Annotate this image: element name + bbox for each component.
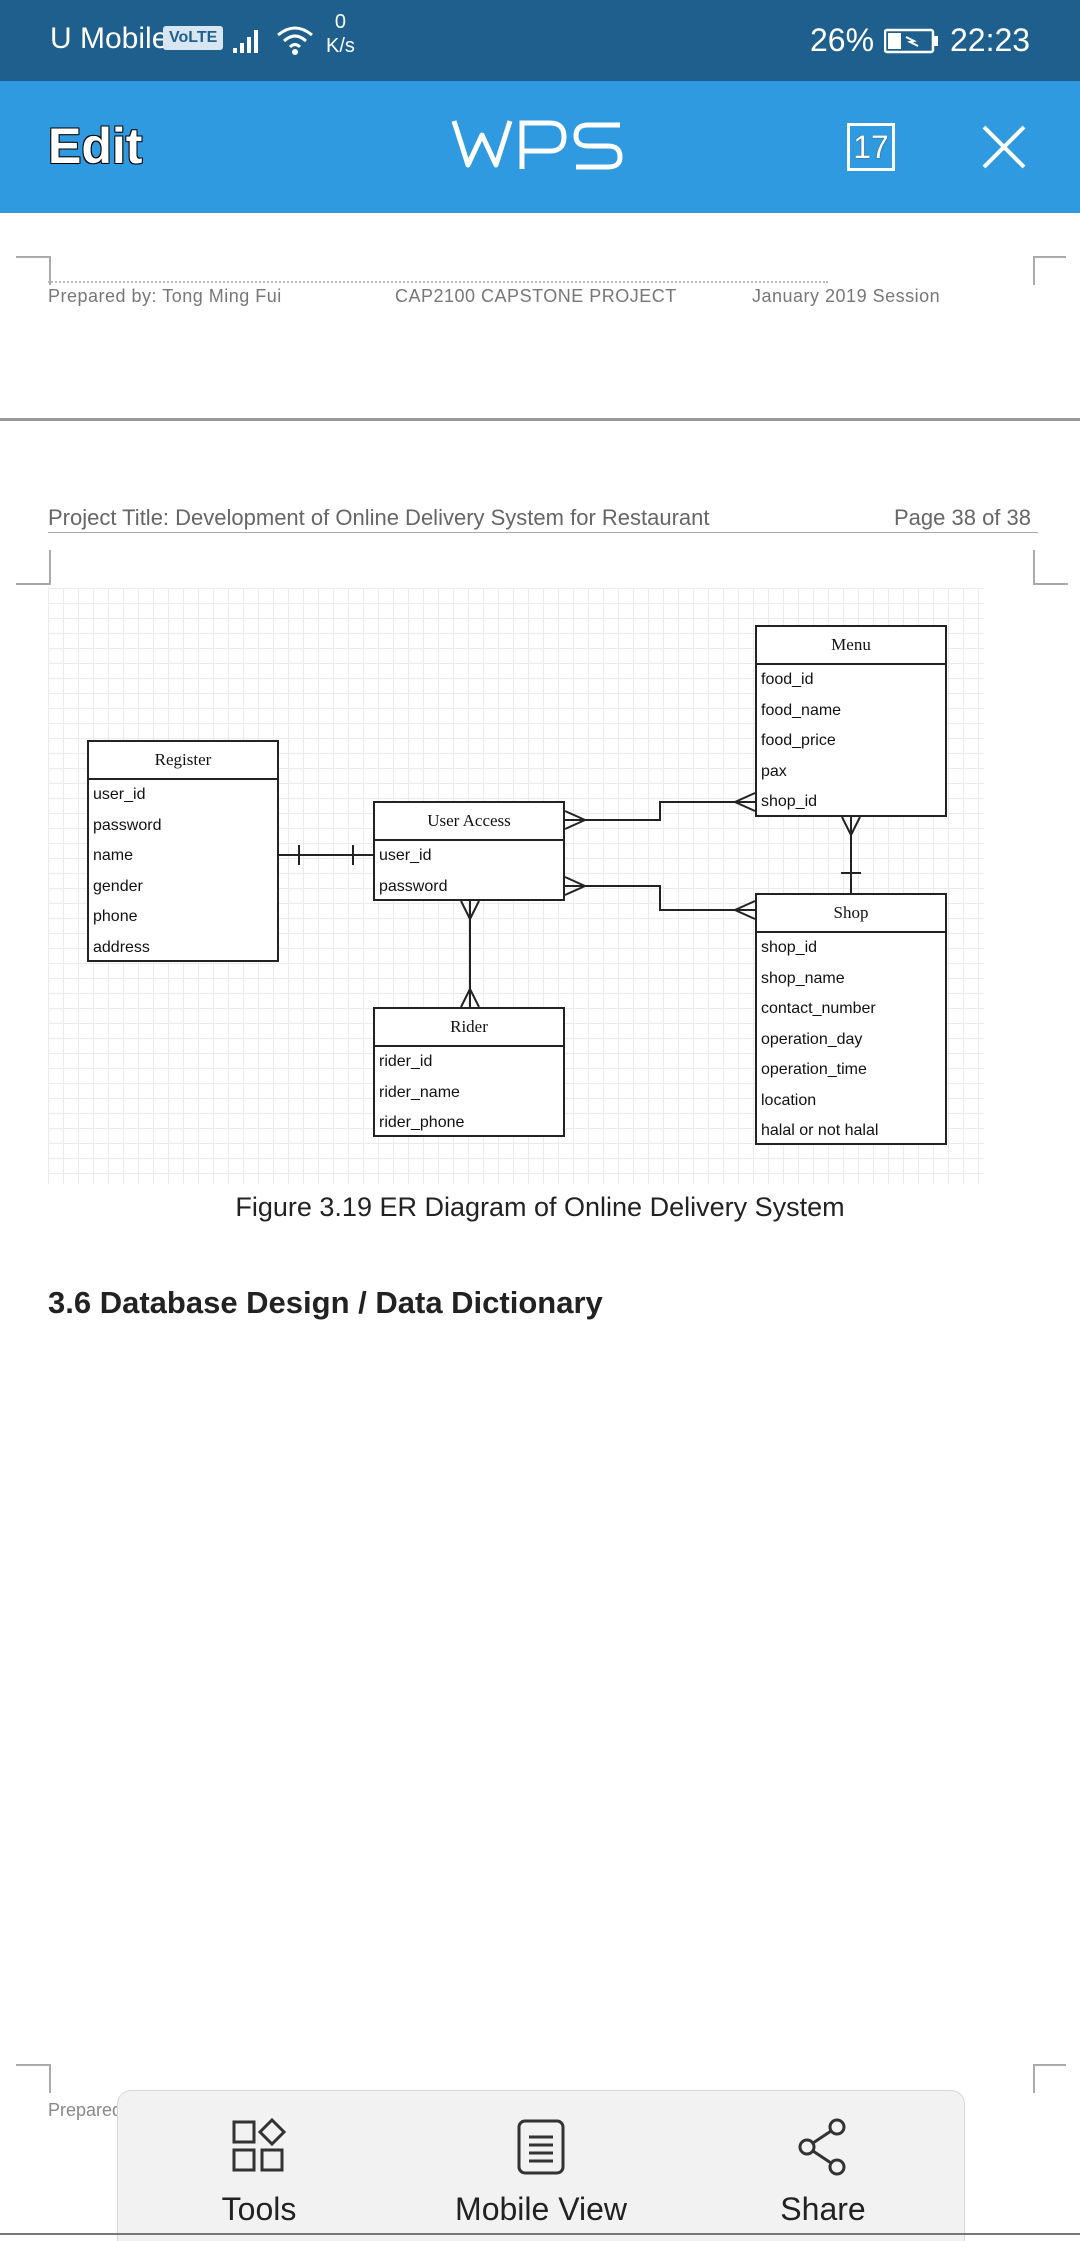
entity-rider: Rider rider_id rider_name rider_phone xyxy=(373,1007,565,1137)
footer-divider xyxy=(48,281,828,283)
entity-attribute: shop_id xyxy=(761,939,818,956)
mobile-view-label: Mobile View xyxy=(455,2191,627,2227)
wifi-icon xyxy=(277,26,313,55)
entity-name: User Access xyxy=(375,803,563,841)
entity-attribute: location xyxy=(761,1091,817,1109)
wps-logo xyxy=(451,120,623,170)
entity-name: Menu xyxy=(757,627,945,665)
status-bar: U Mobile VoLTE 0 K/s 26% 22:23 xyxy=(0,0,1080,81)
header-divider xyxy=(48,532,1038,533)
page-count-button[interactable]: 17 xyxy=(847,123,895,171)
document-viewer[interactable] xyxy=(0,213,1080,2240)
entity-attribute: address xyxy=(93,938,150,956)
er-relationship-lines xyxy=(279,792,861,1008)
entity-attribute: rider_name xyxy=(379,1083,460,1101)
entity-attribute: contact_number xyxy=(761,1000,876,1017)
signal-icon xyxy=(233,30,258,53)
tools-icon xyxy=(232,2117,287,2172)
page-corner-mark xyxy=(1033,550,1068,585)
page-corner-mark xyxy=(1033,256,1066,285)
entity-attribute: password xyxy=(93,816,162,834)
mobile-view-button[interactable]: Mobile View xyxy=(400,2091,682,2241)
footer-session: January 2019 Session xyxy=(752,286,941,306)
page-corner-mark xyxy=(16,2064,51,2093)
entity-attribute: pax xyxy=(761,762,787,780)
entity-attribute: shop_name xyxy=(761,969,845,987)
figure-caption: Figure 3.19 ER Diagram of Online Deliver… xyxy=(235,1192,845,1222)
close-icon[interactable] xyxy=(980,123,1028,171)
entity-attribute: operation_time xyxy=(761,1061,867,1078)
network-speed: 0 K/s xyxy=(326,10,355,58)
entity-name: Shop xyxy=(757,895,945,933)
entity-attribute: phone xyxy=(93,908,138,925)
entity-attribute: rider_id xyxy=(379,1053,433,1070)
page-bottom-border xyxy=(0,2233,1080,2235)
page-separator xyxy=(0,418,1080,421)
battery-percent: 26% xyxy=(810,22,875,58)
edit-button[interactable]: Edit xyxy=(48,118,143,174)
entity-shop: Shop shop_id shop_name contact_number op… xyxy=(755,893,947,1145)
entity-attribute: shop_id xyxy=(761,793,818,810)
volte-badge: VoLTE xyxy=(163,26,224,50)
app-toolbar: Edit 17 xyxy=(0,81,1080,213)
share-icon xyxy=(798,2118,846,2176)
entity-attribute: halal or not halal xyxy=(761,1122,879,1139)
entity-name: Rider xyxy=(375,1009,563,1047)
footer-prepared-by: Prepared by: Tong Ming Fui xyxy=(48,286,282,306)
page-corner-mark xyxy=(1033,2064,1066,2093)
share-label: Share xyxy=(780,2191,866,2227)
entity-attribute: food_id xyxy=(761,671,814,688)
battery-icon xyxy=(884,28,938,54)
entity-menu: Menu food_id food_name food_price pax sh… xyxy=(755,625,947,817)
entity-attribute: password xyxy=(379,877,448,895)
bottom-action-bar: Tools Mobile View Share xyxy=(117,2090,965,2241)
entity-user-access: User Access user_id password xyxy=(373,801,565,901)
mobile-view-icon xyxy=(517,2119,565,2175)
entity-attribute: operation_day xyxy=(761,1030,863,1048)
entity-attribute: food_price xyxy=(761,732,836,749)
page-corner-mark xyxy=(16,256,51,285)
page-corner-mark xyxy=(16,550,51,585)
carrier-name: U Mobile xyxy=(50,22,169,55)
tools-label: Tools xyxy=(221,2191,297,2227)
footer-prepared-partial: Prepared xyxy=(48,2100,123,2120)
entity-register: Register user_id password name gender ph… xyxy=(87,740,279,962)
entity-attribute: user_id xyxy=(93,786,146,803)
entity-name: Register xyxy=(89,742,277,780)
tools-button[interactable]: Tools xyxy=(118,2091,400,2241)
entity-attribute: user_id xyxy=(379,847,432,864)
share-button[interactable]: Share xyxy=(682,2091,964,2241)
page-count: 17 xyxy=(853,129,889,165)
section-heading: 3.6 Database Design / Data Dictionary xyxy=(48,1285,603,1320)
page-header-page-number: Page 38 of 38 xyxy=(894,505,1032,530)
speed-unit: K/s xyxy=(326,35,355,57)
speed-value: 0 xyxy=(334,11,347,33)
page-header-title: Project Title: Development of Online Del… xyxy=(48,505,710,530)
footer-course: CAP2100 CAPSTONE PROJECT xyxy=(395,286,677,306)
entity-attribute: name xyxy=(93,847,134,864)
entity-attribute: rider_phone xyxy=(379,1114,465,1131)
entity-attribute: gender xyxy=(93,877,143,895)
entity-attribute: food_name xyxy=(761,701,842,719)
clock: 22:23 xyxy=(950,22,1031,58)
